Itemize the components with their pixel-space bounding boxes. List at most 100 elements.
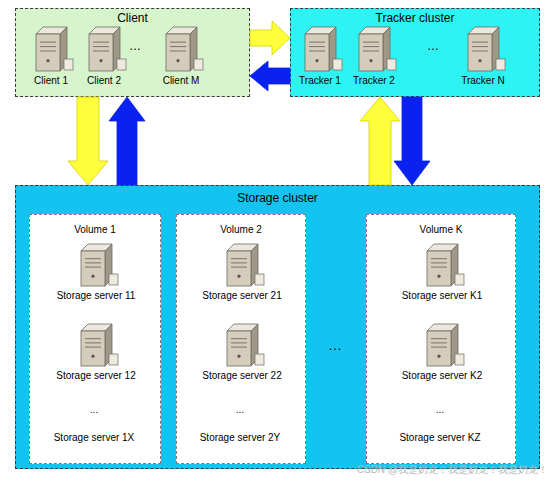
server-icon: [192, 242, 292, 290]
drive-bay: [231, 262, 247, 263]
drive-tray: [387, 59, 396, 70]
flow-arrow: [250, 61, 290, 91]
icon-front: [227, 251, 251, 286]
server-icon: [192, 322, 292, 370]
power-button: [478, 59, 481, 62]
server-label: Client M: [151, 75, 211, 87]
drive-bay: [85, 342, 101, 343]
drive-tray: [64, 59, 73, 70]
drive-tray: [455, 354, 464, 365]
drive-bay: [472, 42, 488, 43]
cluster-title: Tracker cluster: [291, 12, 539, 25]
drive-bay: [309, 42, 325, 43]
ellipsis: …: [310, 338, 360, 353]
drive-bay: [431, 347, 447, 348]
drive-bay: [431, 338, 447, 339]
drive-bay: [431, 267, 447, 268]
flow-arrow: [394, 97, 430, 185]
server-icon: [22, 25, 80, 75]
drive-bay: [85, 267, 101, 268]
drive-bay: [363, 42, 379, 43]
tracker-server: Tracker 1: [292, 25, 348, 91]
drive-bay: [93, 42, 109, 43]
icon-front: [89, 34, 113, 71]
server-icon: [46, 242, 146, 290]
power-button: [369, 59, 372, 62]
cluster-title: Client: [16, 12, 249, 25]
flow-arrow: [109, 97, 145, 185]
drive-tray: [109, 274, 118, 285]
volume-box: Volume 2 Storage server 21 Storage server …: [176, 214, 306, 464]
drive-bay: [85, 258, 101, 259]
drive-bay: [231, 267, 247, 268]
storage-server: Storage server K1: [392, 242, 492, 306]
drive-tray: [455, 274, 464, 285]
volume-title: Volume 2: [177, 224, 305, 235]
icon-front: [427, 331, 451, 366]
client-server: Client M: [151, 25, 211, 91]
tracker-server: Tracker N: [453, 25, 513, 91]
server-label: Client 1: [22, 75, 80, 87]
server-label: Storage server 21: [192, 290, 292, 302]
drive-bay: [431, 342, 447, 343]
icon-front: [468, 34, 492, 71]
drive-bay: [363, 46, 379, 47]
drive-tray: [255, 274, 264, 285]
power-button: [237, 355, 240, 358]
server-icon: [345, 25, 403, 75]
drive-bay: [309, 46, 325, 47]
drive-bay: [231, 258, 247, 259]
server-label: Storage server 22: [192, 370, 292, 382]
drive-tray: [194, 59, 203, 70]
ellipsis: ...: [175, 404, 305, 415]
server-icon: [151, 25, 211, 75]
drive-bay: [170, 46, 186, 47]
drive-bay: [472, 46, 488, 47]
icon-front: [227, 331, 251, 366]
drive-tray: [109, 354, 118, 365]
volume-box: Volume KStorage server K1Storage server …: [366, 214, 516, 464]
flow-arrow: [360, 97, 400, 185]
power-button: [91, 355, 94, 358]
drive-tray: [333, 59, 342, 70]
drive-bay: [231, 342, 247, 343]
drive-bay: [170, 42, 186, 43]
watermark: CSDN @我是奶龙！我是奶龙！我是奶龙！: [296, 464, 548, 475]
client-server: Client 1: [22, 25, 80, 91]
power-button: [46, 59, 49, 62]
server-label: Tracker N: [453, 75, 513, 87]
ellipsis: ...: [28, 404, 160, 415]
server-icon: [75, 25, 133, 75]
drive-bay: [363, 51, 379, 52]
volume-box: Volume 1Storage server 11Storage server …: [29, 214, 161, 464]
drive-bay: [40, 46, 56, 47]
client-server: Client 2: [75, 25, 133, 91]
server-label: Storage server K2: [392, 370, 492, 382]
server-label: Storage server K1: [392, 290, 492, 302]
server-icon: [292, 25, 348, 75]
storage-cluster: Storage clusterVolume 1Storage server 11…: [15, 185, 540, 469]
server-label: Storage server 11: [46, 290, 146, 302]
icon-front: [81, 331, 105, 366]
icon-front: [359, 34, 383, 71]
storage-server: Storage server K2: [392, 322, 492, 386]
storage-server: Storage server 11: [46, 242, 146, 306]
icon-front: [36, 34, 60, 71]
drive-bay: [85, 347, 101, 348]
server-icon: [453, 25, 513, 75]
ellipsis: ...: [365, 404, 515, 415]
power-button: [315, 59, 318, 62]
server-label: Storage server KZ: [365, 432, 515, 443]
power-button: [176, 59, 179, 62]
drive-bay: [472, 51, 488, 52]
ellipsis: …: [418, 40, 448, 53]
server-label: Storage server 1X: [28, 432, 160, 443]
server-label: Storage server 12: [46, 370, 146, 382]
server-label: Storage server 2Y: [175, 432, 305, 443]
server-label: Tracker 2: [345, 75, 403, 87]
drive-bay: [93, 51, 109, 52]
storage-server: Storage server 22: [192, 322, 292, 386]
flow-arrow: [250, 21, 290, 55]
power-button: [437, 355, 440, 358]
